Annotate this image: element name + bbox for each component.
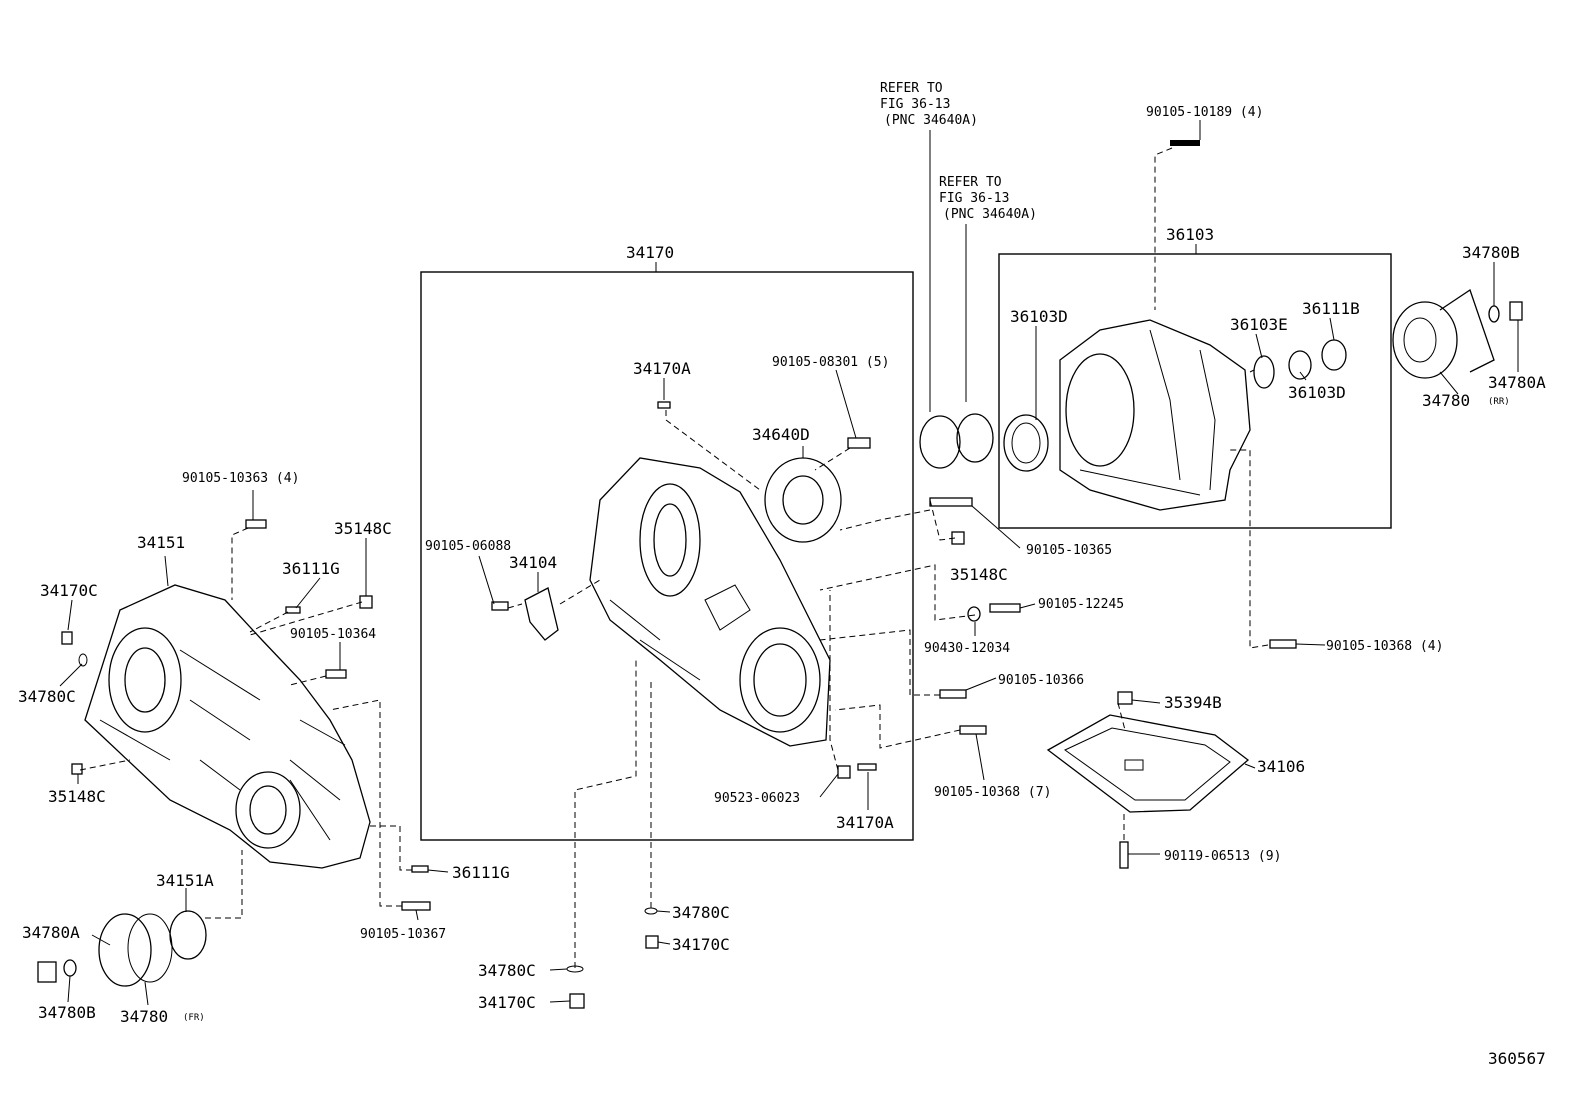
label-34106[interactable]: 34106	[1257, 757, 1305, 776]
label-34170A-top[interactable]: 34170A	[633, 359, 691, 378]
label-34780A-fr[interactable]: 34780A	[22, 923, 80, 942]
label-90105-06088[interactable]: 90105-06088	[425, 539, 511, 554]
label-34170C-mid[interactable]: 34170C	[672, 935, 730, 954]
ring-34640A-2	[956, 413, 994, 463]
figure-number: 360567	[1488, 1049, 1546, 1068]
nut-34780A-fr	[37, 961, 57, 983]
leader-lines	[79, 147, 1269, 968]
label-34780B-fr[interactable]: 34780B	[38, 1003, 96, 1022]
label-35148C-mid[interactable]: 35148C	[950, 565, 1008, 584]
label-90105-10365[interactable]: 90105-10365	[1026, 543, 1112, 558]
oil-pan-34106	[1046, 714, 1250, 813]
label-34170A-bottom[interactable]: 34170A	[836, 813, 894, 832]
label-90105-10368-7[interactable]: 90105-10368 (7)	[934, 785, 1051, 800]
front-cover-34170	[589, 457, 831, 747]
tag-rr: (RR)	[1488, 397, 1510, 407]
label-90105-10366[interactable]: 90105-10366	[998, 673, 1084, 688]
seal-36103D-right	[1288, 350, 1312, 380]
label-35394B[interactable]: 35394B	[1164, 693, 1222, 712]
label-35148C-top[interactable]: 35148C	[334, 519, 392, 538]
label-36111G-top[interactable]: 36111G	[282, 559, 340, 578]
label-34170C-left[interactable]: 34170C	[40, 581, 98, 600]
label-90105-12245[interactable]: 90105-12245	[1038, 597, 1124, 612]
svg-text:(PNC 34640A): (PNC 34640A)	[943, 207, 1037, 222]
label-34780C-mid[interactable]: 34780C	[672, 903, 730, 922]
label-90105-08301[interactable]: 90105-08301 (5)	[772, 355, 889, 370]
label-90105-10368-4[interactable]: 90105-10368 (4)	[1326, 639, 1443, 654]
snap-ring-36103E	[1253, 355, 1275, 389]
seal-34151A	[169, 910, 207, 960]
fasteners	[61, 140, 1297, 1009]
label-36111B[interactable]: 36111B	[1302, 299, 1360, 318]
magnet-35394B	[1117, 691, 1133, 705]
label-36103D-left[interactable]: 36103D	[1010, 307, 1068, 326]
label-34640D[interactable]: 34640D	[752, 425, 810, 444]
svg-text:FIG 36-13: FIG 36-13	[880, 97, 950, 112]
refer-note-1: REFER TO FIG 36-13 (PNC 34640A)	[880, 81, 978, 128]
label-34780B-rr[interactable]: 34780B	[1462, 243, 1520, 262]
front-cover-group-label[interactable]: 34170	[626, 243, 674, 262]
ring-34640A-1	[919, 415, 961, 469]
label-90119-06513[interactable]: 90119-06513 (9)	[1164, 849, 1281, 864]
tag-fr: (FR)	[183, 1013, 205, 1023]
label-90105-10364[interactable]: 90105-10364	[290, 627, 376, 642]
flange-34780-fr	[98, 913, 173, 987]
plate-34104	[524, 587, 559, 641]
front-cover-group-box	[420, 271, 914, 841]
flange-34780-rr	[1392, 288, 1495, 379]
label-34780C-low[interactable]: 34780C	[478, 961, 536, 980]
label-34780C-left[interactable]: 34780C	[18, 687, 76, 706]
svg-text:REFER TO: REFER TO	[880, 81, 943, 96]
front-housing-34151	[84, 584, 371, 869]
label-35148C-left[interactable]: 35148C	[48, 787, 106, 806]
svg-text:FIG 36-13: FIG 36-13	[939, 191, 1009, 206]
label-36103E[interactable]: 36103E	[1230, 315, 1288, 334]
label-90523-06023[interactable]: 90523-06023	[714, 791, 800, 806]
label-34780-rr[interactable]: 34780	[1422, 391, 1470, 410]
seal-36103D-left	[1003, 414, 1049, 472]
label-34780A-rr[interactable]: 34780A	[1488, 373, 1546, 392]
label-90105-10363[interactable]: 90105-10363 (4)	[182, 471, 299, 486]
label-34151[interactable]: 34151	[137, 533, 185, 552]
svg-text:(PNC 34640A): (PNC 34640A)	[884, 113, 978, 128]
label-90430-12034[interactable]: 90430-12034	[924, 641, 1010, 656]
pointer-lines	[59, 120, 1519, 1006]
label-34151A[interactable]: 34151A	[156, 871, 214, 890]
label-36111G-bottom[interactable]: 36111G	[452, 863, 510, 882]
svg-text:REFER TO: REFER TO	[939, 175, 1002, 190]
label-90105-10367[interactable]: 90105-10367	[360, 927, 446, 942]
label-34780-fr[interactable]: 34780	[120, 1007, 168, 1026]
extension-housing-group-box	[998, 253, 1392, 529]
refer-note-2: REFER TO FIG 36-13 (PNC 34640A)	[939, 175, 1037, 222]
label-34170C-low[interactable]: 34170C	[478, 993, 536, 1012]
label-34104[interactable]: 34104	[509, 553, 557, 572]
cover-34640D	[764, 457, 842, 543]
nut-34780A-rr	[1509, 301, 1523, 321]
washer-34780B-fr	[63, 959, 77, 977]
extension-housing-36103	[1059, 319, 1251, 511]
bearing-36111B	[1321, 339, 1347, 371]
washer-34780B-rr	[1488, 305, 1500, 323]
label-36103D-right[interactable]: 36103D	[1288, 383, 1346, 402]
extension-housing-group-label[interactable]: 36103	[1166, 225, 1214, 244]
label-90105-10189[interactable]: 90105-10189 (4)	[1146, 105, 1263, 120]
